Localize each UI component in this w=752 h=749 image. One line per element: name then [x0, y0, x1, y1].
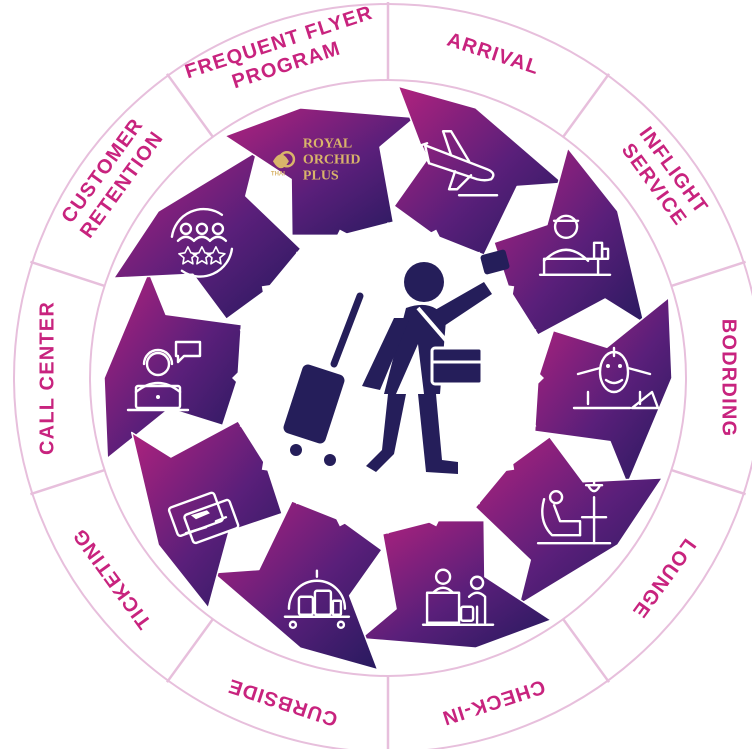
customer-retention-icon	[170, 207, 234, 278]
ring-divider	[30, 260, 105, 288]
ring-divider	[165, 618, 214, 683]
call-center-agent-icon	[126, 340, 202, 412]
journey-arrow-10	[130, 420, 283, 609]
check-in-counter-icon	[421, 568, 495, 626]
ring-divider	[671, 260, 746, 288]
stage-label-line: BODRDING	[718, 319, 740, 438]
boarding-airplane-icon	[572, 346, 660, 410]
ring-dividers	[30, 2, 746, 749]
flight-attendant-icon	[538, 214, 612, 277]
logo-word-thai: THAI	[271, 171, 285, 177]
ring-divider	[562, 618, 611, 683]
luggage-trolley-icon	[283, 569, 351, 629]
lounge-chair-icon	[536, 477, 612, 545]
journey-arrow-3	[223, 107, 417, 237]
ring-divider	[562, 73, 611, 138]
center-hub	[232, 222, 544, 534]
journey-arrows	[103, 85, 673, 671]
stage-label-6: BODRDING	[718, 319, 740, 438]
ring-divider	[30, 468, 105, 496]
journey-arrow-6	[533, 296, 673, 486]
stage-label-line: CALL CENTER	[36, 301, 58, 455]
airplane-icon	[419, 130, 499, 197]
ring-divider	[671, 468, 746, 496]
journey-arrow-8	[359, 519, 553, 649]
logo-word-orchid: ORCHID	[303, 152, 361, 167]
logo-word-royal: ROYAL	[303, 136, 352, 151]
ring-divider	[165, 73, 214, 138]
logo-word-plus: PLUS	[303, 168, 339, 183]
journey-arrow-2	[112, 150, 302, 320]
traveler-with-luggage-icon	[283, 249, 510, 474]
stage-label-1: CALL CENTER	[36, 301, 58, 455]
journey-arrow-5	[493, 147, 646, 336]
flight-ticket-icon	[167, 491, 240, 545]
